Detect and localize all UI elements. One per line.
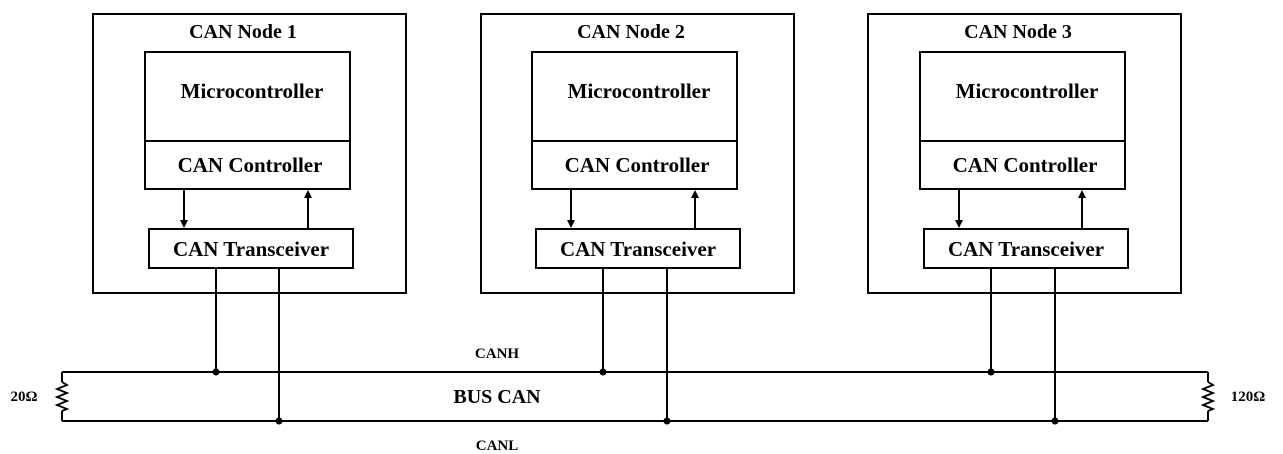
- right-terminator: 120Ω: [1200, 372, 1266, 421]
- canh-label: CANH: [475, 346, 519, 362]
- transceiver-block: [535, 228, 741, 269]
- bus-label: BUS CAN: [453, 386, 541, 408]
- can-controller-label: CAN Controller: [178, 153, 323, 177]
- microcontroller-block: [919, 51, 1126, 190]
- can-controller-label: CAN Controller: [565, 153, 710, 177]
- canl-label: CANL: [476, 438, 519, 454]
- can-node-2: CAN Node 2 Microcontroller CAN Controlle…: [480, 13, 795, 425]
- can-node-1: CAN Node 1 Microcontroller CAN Controlle…: [92, 13, 407, 425]
- right-resistor-label: 120Ω: [1231, 389, 1266, 405]
- node-frame: [92, 13, 407, 294]
- transceiver-label: CAN Transceiver: [560, 237, 716, 261]
- can-controller-label: CAN Controller: [953, 153, 1098, 177]
- node-frame: [867, 13, 1182, 294]
- transceiver-block: [148, 228, 354, 269]
- microcontroller-label: Microcontroller: [956, 79, 1099, 103]
- transceiver-label: CAN Transceiver: [173, 237, 329, 261]
- resistor-zigzag-icon: [1200, 381, 1216, 412]
- can-node-3: CAN Node 3 Microcontroller CAN Controlle…: [867, 13, 1182, 425]
- node-title: CAN Node 2: [577, 21, 685, 43]
- microcontroller-label: Microcontroller: [181, 79, 324, 103]
- node-frame: [480, 13, 795, 294]
- resistor-zigzag-icon: [54, 381, 70, 412]
- transceiver-label: CAN Transceiver: [948, 237, 1104, 261]
- left-terminator: 20Ω: [10, 372, 70, 421]
- node-title: CAN Node 1: [189, 21, 297, 43]
- transceiver-block: [923, 228, 1129, 269]
- left-resistor-label: 20Ω: [10, 389, 37, 405]
- microcontroller-block: [531, 51, 738, 190]
- microcontroller-label: Microcontroller: [568, 79, 711, 103]
- node-title: CAN Node 3: [964, 21, 1072, 43]
- microcontroller-block: [144, 51, 351, 190]
- can-bus: CANH BUS CAN CANL: [62, 346, 1208, 454]
